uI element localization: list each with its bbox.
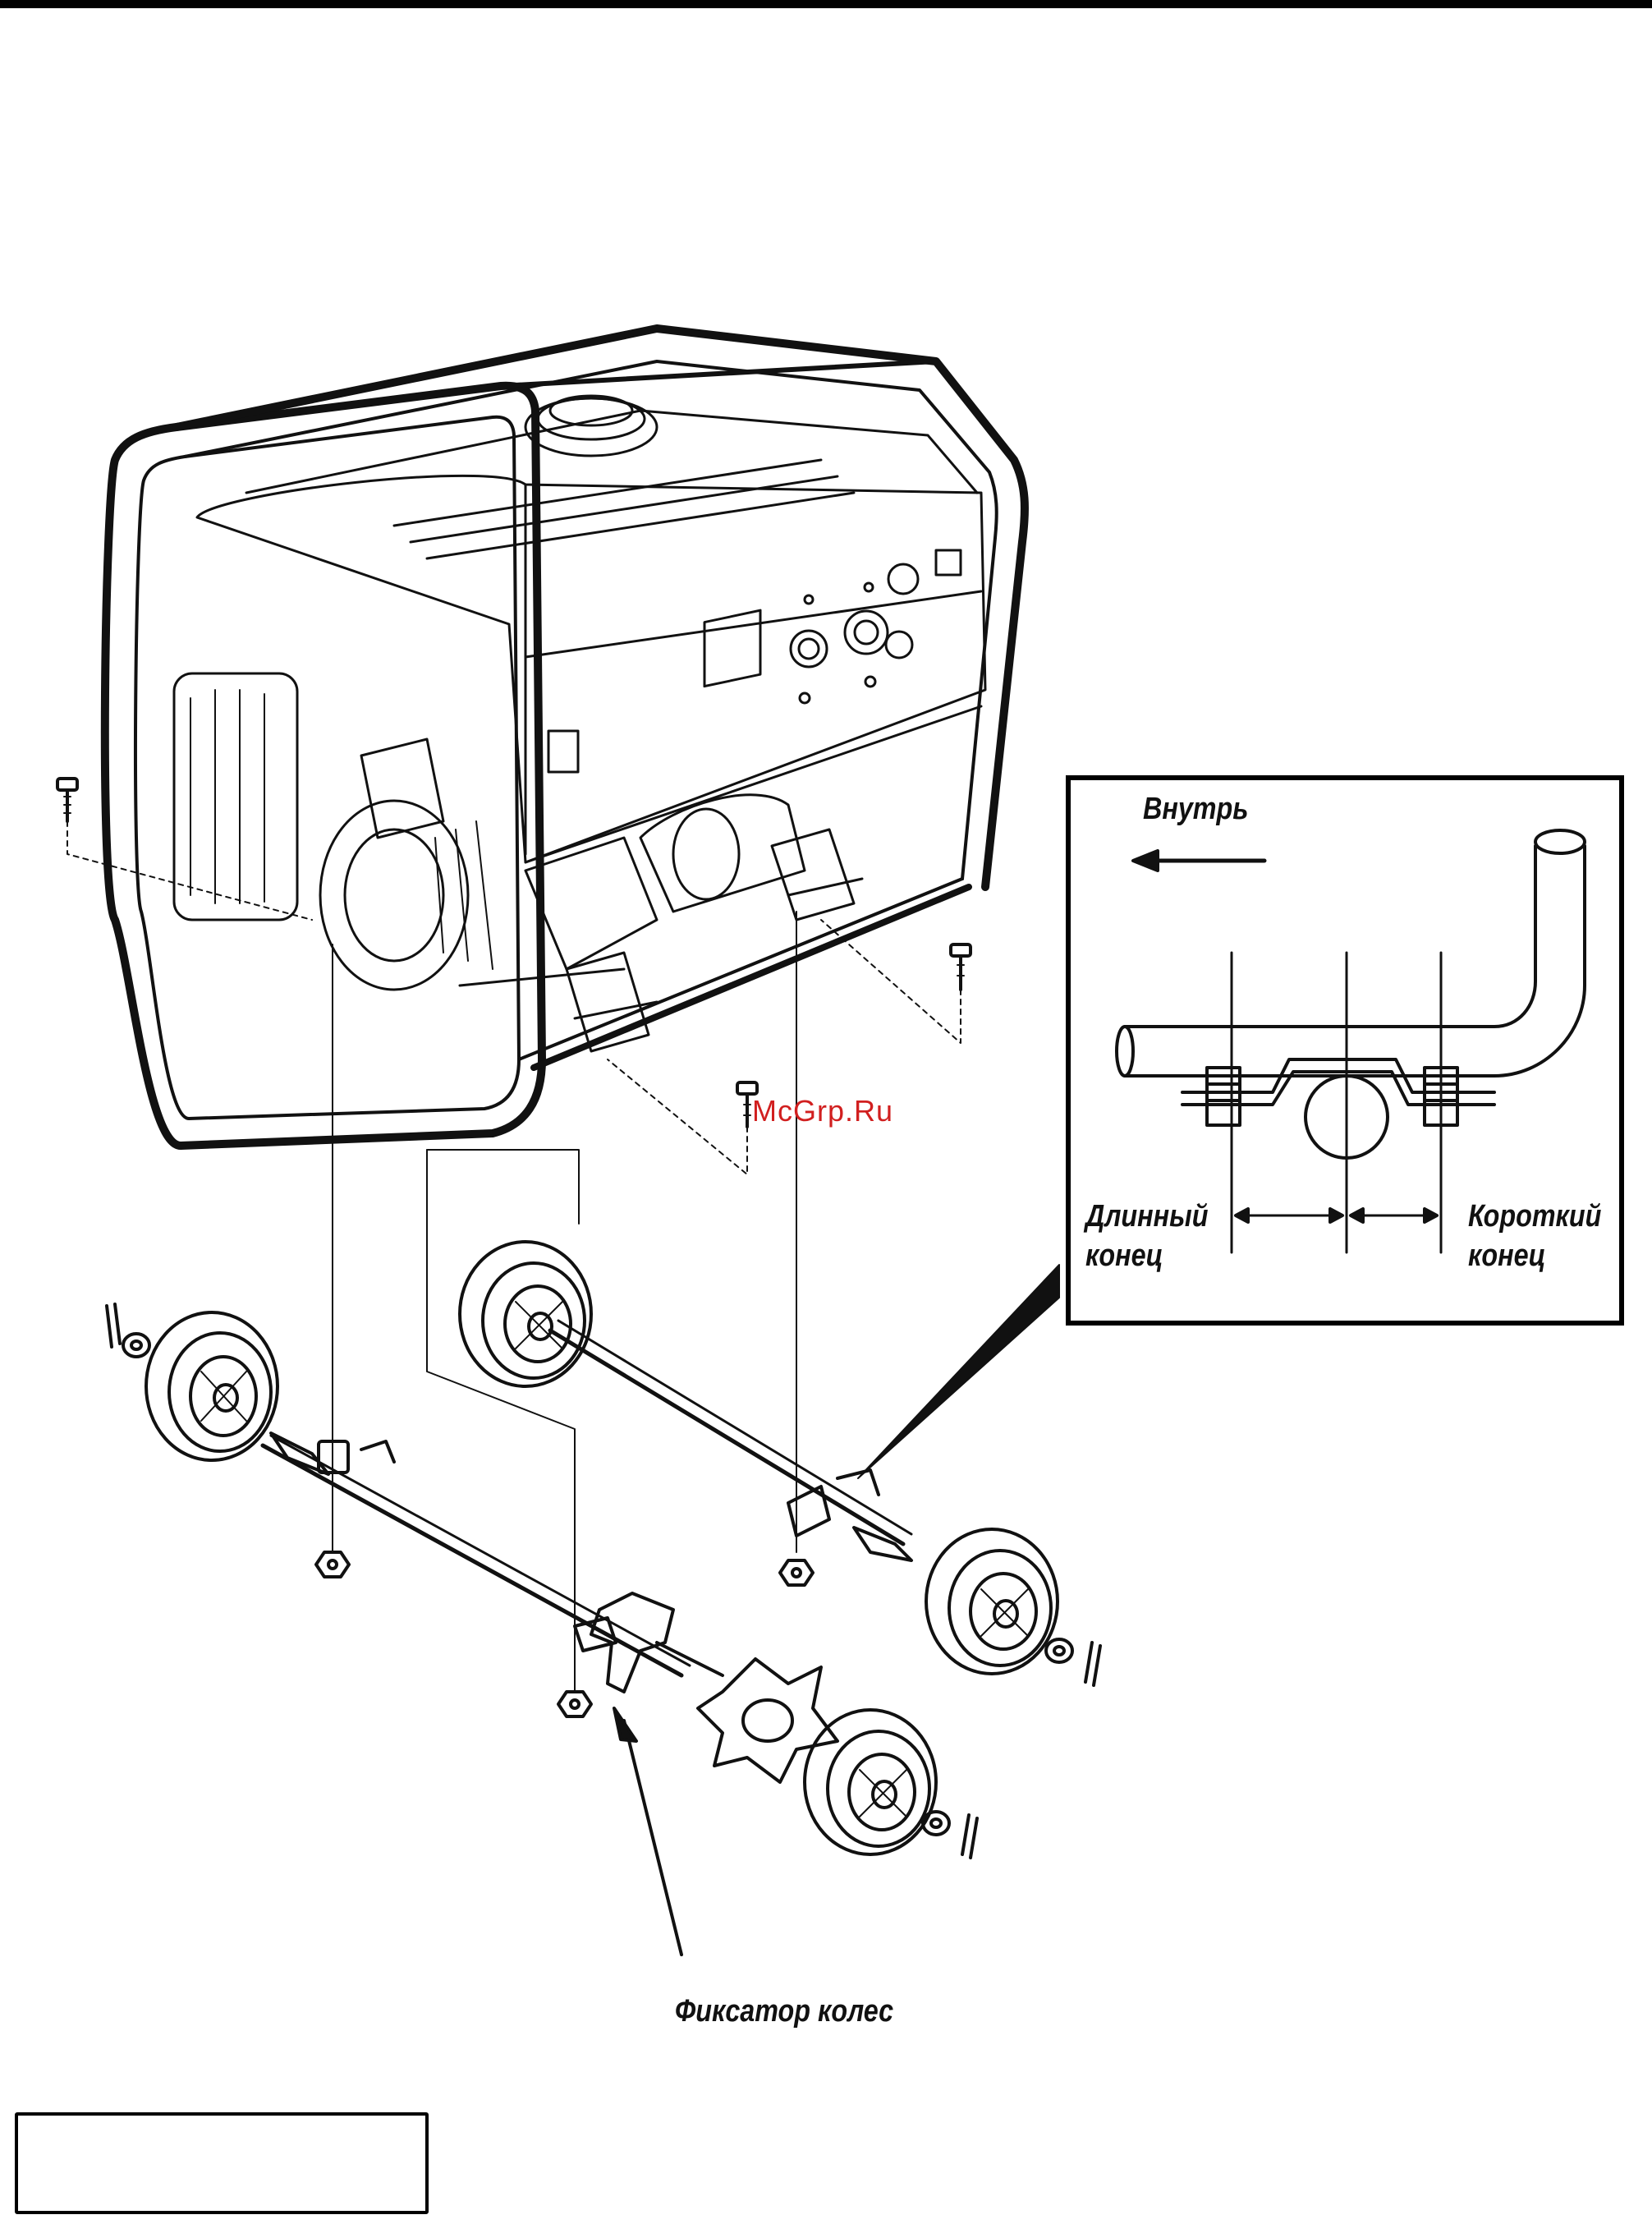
watermark: McGrp.Ru xyxy=(752,1094,893,1128)
cotter-pin-icon xyxy=(962,1815,977,1858)
nut-icon xyxy=(558,1692,591,1716)
label-short-end-line2: конец xyxy=(1468,1238,1545,1275)
label-wheel-lock: Фиксатор колес xyxy=(675,1994,893,2030)
front-axle xyxy=(263,1433,723,1692)
empty-footer-box xyxy=(15,2112,429,2214)
label-long-end-line1: Длинный xyxy=(1085,1199,1208,1235)
label-long-end-line2: конец xyxy=(1085,1238,1163,1275)
rubber-damper-icon xyxy=(698,1659,837,1782)
nut-icon xyxy=(780,1560,813,1585)
washer-icon xyxy=(923,1812,949,1835)
rear-axle xyxy=(550,1321,911,1560)
bolt-icon xyxy=(57,779,312,920)
cotter-pin-icon xyxy=(107,1304,120,1347)
wheel-icon xyxy=(146,1312,278,1460)
wheel-icon xyxy=(460,1242,591,1386)
washer-icon xyxy=(123,1334,149,1357)
generator-frame xyxy=(105,329,1025,1146)
washer-icon xyxy=(1046,1639,1072,1662)
cotter-pin-icon xyxy=(1085,1643,1100,1685)
nut-icon xyxy=(316,1552,349,1577)
bolt-icon xyxy=(608,1059,757,1174)
generator-engine xyxy=(174,396,985,1051)
detail-callout-pointer xyxy=(858,1265,1059,1478)
wheel-icon xyxy=(926,1529,1058,1674)
wheel-icon xyxy=(805,1710,936,1854)
label-inside: Внутрь xyxy=(1143,792,1248,828)
label-short-end-line1: Короткий xyxy=(1468,1199,1601,1235)
wheel-lock-pointer xyxy=(614,1708,681,1955)
